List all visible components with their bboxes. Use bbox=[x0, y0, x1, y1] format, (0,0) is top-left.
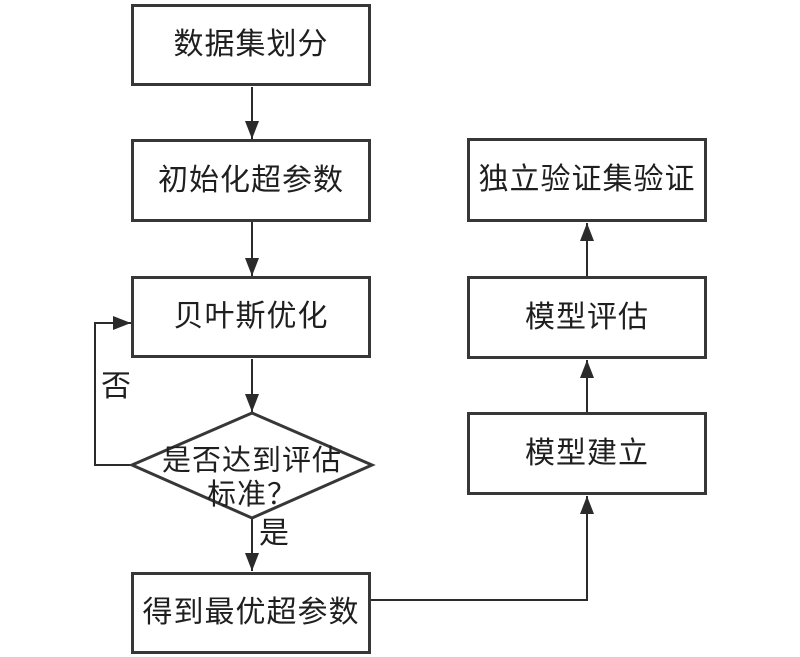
node-independent-validation: 独立验证集验证 bbox=[467, 138, 707, 222]
node-model-eval: 模型评估 bbox=[467, 276, 707, 359]
node-bayesian-optimization-label: 贝叶斯优化 bbox=[173, 299, 329, 334]
node-independent-validation-label: 独立验证集验证 bbox=[478, 162, 696, 197]
node-model-build-label: 模型建立 bbox=[525, 435, 649, 471]
node-init-hyperparams: 初始化超参数 bbox=[131, 139, 371, 222]
node-model-build: 模型建立 bbox=[467, 412, 707, 495]
edge-optimal-to-model-build bbox=[371, 496, 594, 601]
node-dataset-split-label: 数据集划分 bbox=[173, 27, 329, 62]
decision-label-line1: 是否达到评估 bbox=[161, 443, 342, 477]
node-bayesian-optimization: 贝叶斯优化 bbox=[131, 276, 371, 358]
node-decision-label: 是否达到评估 标准？ bbox=[132, 443, 372, 511]
edge-label-no: 否 bbox=[101, 369, 131, 404]
node-dataset-split: 数据集划分 bbox=[131, 4, 371, 86]
node-init-hyperparams-label: 初始化超参数 bbox=[158, 162, 344, 198]
decision-label-line2: 标准？ bbox=[206, 477, 297, 511]
node-optimal-hyperparams-label: 得到最优超参数 bbox=[142, 595, 360, 630]
decision-diamond bbox=[128, 411, 376, 520]
edge-decision-no-loop bbox=[94, 316, 132, 466]
node-optimal-hyperparams: 得到最优超参数 bbox=[131, 572, 371, 654]
node-model-eval-label: 模型评估 bbox=[525, 299, 649, 335]
edge-label-yes: 是 bbox=[259, 516, 289, 551]
